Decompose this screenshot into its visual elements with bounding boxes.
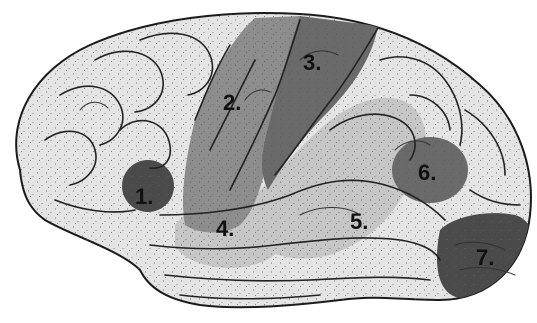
region-label-7: 7. [476,245,494,270]
region-label-1: 1. [135,184,153,209]
region-label-3: 3. [303,50,321,75]
region-label-6: 6. [418,160,436,185]
region-label-4: 4. [216,216,234,241]
region-label-2: 2. [223,90,241,115]
region-label-5: 5. [350,209,368,234]
